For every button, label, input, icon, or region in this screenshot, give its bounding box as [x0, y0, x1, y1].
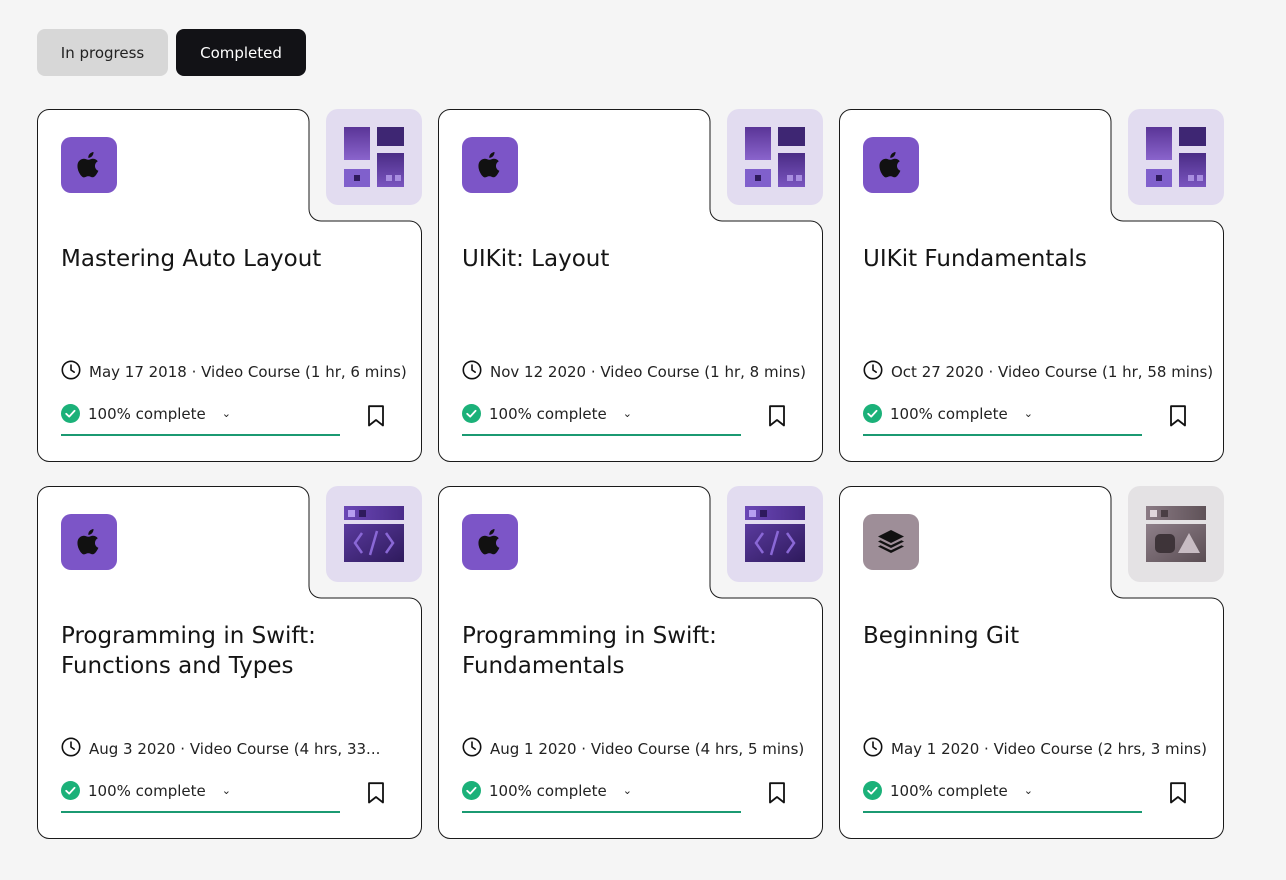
bookmark-icon[interactable] [767, 405, 787, 427]
check-circle-icon [61, 404, 80, 423]
code-window-icon [727, 486, 823, 582]
code-window-icon [326, 486, 422, 582]
progress-bar-fill [61, 811, 340, 813]
course-title[interactable]: UIKit: Layout [462, 246, 610, 272]
progress-bar [61, 434, 340, 436]
bookmark-icon[interactable] [366, 782, 386, 804]
tab-in-progress[interactable]: In progress [37, 29, 168, 76]
apple-icon [61, 514, 117, 570]
apple-icon [61, 137, 117, 193]
clock-icon [863, 737, 883, 761]
tab-completed[interactable]: Completed [176, 29, 306, 76]
course-meta-text: Aug 3 2020 · Video Course (4 hrs, 33... [89, 740, 381, 758]
progress-bar-fill [61, 434, 340, 436]
check-circle-icon [462, 404, 481, 423]
progress-bar [462, 811, 741, 813]
progress-label: 100% complete [890, 404, 1008, 423]
clock-icon [863, 360, 883, 384]
apple-icon [462, 137, 518, 193]
chevron-down-icon: ⌄ [1023, 784, 1033, 797]
progress-bar-fill [462, 811, 741, 813]
course-meta-text: Aug 1 2020 · Video Course (4 hrs, 5 mins… [490, 740, 805, 758]
progress-label: 100% complete [890, 781, 1008, 800]
course-title[interactable]: Programming in Swift: Functions and Type… [61, 623, 316, 679]
check-circle-icon [462, 781, 481, 800]
status-tabs: In progress Completed [37, 29, 306, 76]
course-meta: May 17 2018 · Video Course (1 hr, 6 mins… [61, 360, 407, 384]
progress-dropdown[interactable]: 100% complete ⌄ [462, 781, 741, 800]
course-card[interactable]: Programming in Swift: Functions and Type… [36, 486, 423, 840]
clock-icon [61, 360, 81, 384]
course-meta-text: Oct 27 2020 · Video Course (1 hr, 58 min… [891, 363, 1214, 381]
chevron-down-icon: ⌄ [622, 407, 632, 420]
layout-grid-icon [727, 109, 823, 205]
clock-icon [61, 737, 81, 761]
bookmark-icon[interactable] [366, 405, 386, 427]
bookmark-icon[interactable] [1168, 405, 1188, 427]
course-meta: Nov 12 2020 · Video Course (1 hr, 8 mins… [462, 360, 806, 384]
progress-bar [863, 434, 1142, 436]
progress-bar [61, 811, 340, 813]
progress-bar-fill [462, 434, 741, 436]
progress-dropdown[interactable]: 100% complete ⌄ [462, 404, 741, 423]
course-title[interactable]: Programming in Swift: Fundamentals [462, 623, 717, 679]
bookmark-icon[interactable] [1168, 782, 1188, 804]
course-title[interactable]: UIKit Fundamentals [863, 246, 1087, 272]
course-meta-text: Nov 12 2020 · Video Course (1 hr, 8 mins… [490, 363, 806, 381]
progress-dropdown[interactable]: 100% complete ⌄ [61, 781, 340, 800]
course-meta: Aug 3 2020 · Video Course (4 hrs, 33... [61, 737, 401, 761]
apple-icon [462, 514, 518, 570]
course-title[interactable]: Mastering Auto Layout [61, 246, 322, 272]
course-title[interactable]: Beginning Git [863, 623, 1020, 649]
chevron-down-icon: ⌄ [221, 407, 231, 420]
clock-icon [462, 360, 482, 384]
check-circle-icon [61, 781, 80, 800]
course-meta: May 1 2020 · Video Course (2 hrs, 3 mins… [863, 737, 1207, 761]
check-circle-icon [863, 404, 882, 423]
layout-grid-icon [326, 109, 422, 205]
clock-icon [462, 737, 482, 761]
chevron-down-icon: ⌄ [622, 784, 632, 797]
check-circle-icon [863, 781, 882, 800]
apple-icon [863, 137, 919, 193]
course-meta-text: May 17 2018 · Video Course (1 hr, 6 mins… [89, 363, 407, 381]
shapes-window-icon [1128, 486, 1224, 582]
progress-label: 100% complete [88, 404, 206, 423]
course-meta: Oct 27 2020 · Video Course (1 hr, 58 min… [863, 360, 1213, 384]
progress-bar [462, 434, 741, 436]
progress-label: 100% complete [88, 781, 206, 800]
bookmark-icon[interactable] [767, 782, 787, 804]
progress-bar-fill [863, 811, 1142, 813]
chevron-down-icon: ⌄ [221, 784, 231, 797]
progress-label: 100% complete [489, 781, 607, 800]
progress-bar-fill [863, 434, 1142, 436]
layout-grid-icon [1128, 109, 1224, 205]
progress-label: 100% complete [489, 404, 607, 423]
course-meta: Aug 1 2020 · Video Course (4 hrs, 5 mins… [462, 737, 805, 761]
chevron-down-icon: ⌄ [1023, 407, 1033, 420]
progress-dropdown[interactable]: 100% complete ⌄ [863, 404, 1142, 423]
progress-bar [863, 811, 1142, 813]
progress-dropdown[interactable]: 100% complete ⌄ [863, 781, 1142, 800]
progress-dropdown[interactable]: 100% complete ⌄ [61, 404, 340, 423]
course-meta-text: May 1 2020 · Video Course (2 hrs, 3 mins… [891, 740, 1207, 758]
layers-icon [863, 514, 919, 570]
